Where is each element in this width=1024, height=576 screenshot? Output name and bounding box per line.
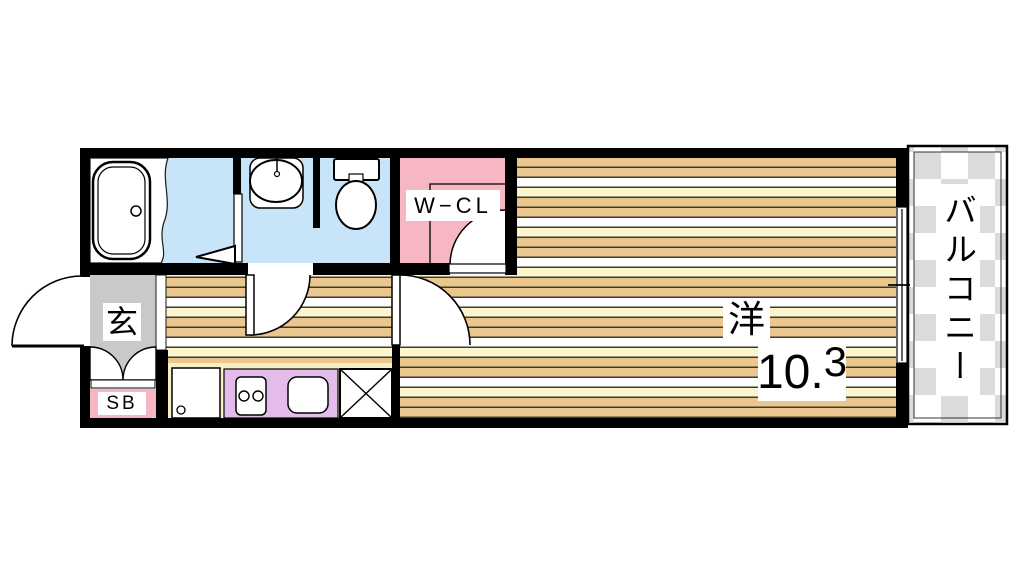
entrance-door-opening xyxy=(80,277,90,346)
fixtures xyxy=(91,157,910,419)
washroom-door-opening xyxy=(250,263,310,275)
entrance-step xyxy=(155,274,167,351)
main-room-label: 洋 xyxy=(723,298,770,341)
bath-folding-door xyxy=(195,244,236,266)
main-room-area-label: 10.3 xyxy=(756,338,848,401)
bathtub xyxy=(91,160,152,261)
balcony-label: バルコニー xyxy=(936,184,980,396)
stove-burner xyxy=(252,390,264,402)
shoe-box-label: SB xyxy=(98,392,146,415)
walk-in-closet-label: W−CL xyxy=(406,190,500,221)
doors xyxy=(11,209,507,389)
walls xyxy=(80,148,908,428)
stove-burner xyxy=(238,390,250,402)
washroom-door-leaf xyxy=(245,274,255,336)
bath-partition xyxy=(233,193,243,263)
washing-machine-space xyxy=(339,368,393,419)
entrance-label: 玄 xyxy=(103,303,141,341)
entrance-door-arc xyxy=(11,275,83,347)
area-integer: 10. xyxy=(756,346,824,399)
refrigerator-space xyxy=(171,367,221,419)
closet-inner-line xyxy=(429,183,505,263)
shoebox-door-leaf xyxy=(90,379,156,389)
washroom-door-arc xyxy=(249,274,311,336)
closet-door-leaf xyxy=(448,263,507,274)
room-door-arc xyxy=(399,274,471,346)
area-decimal: 3 xyxy=(823,338,848,385)
kitchen-counter xyxy=(223,368,339,419)
washbasin xyxy=(249,157,304,209)
room-door-leaf xyxy=(391,274,401,346)
sliding-window xyxy=(888,206,910,364)
balcony-inner-line xyxy=(913,151,1002,419)
closet-door-sweep xyxy=(450,210,505,265)
kitchen-sink xyxy=(287,376,329,414)
washroom-door-sweep xyxy=(250,275,310,335)
room-door-sweep xyxy=(400,275,470,345)
kitchen-stove xyxy=(235,376,267,416)
toilet xyxy=(333,158,380,230)
